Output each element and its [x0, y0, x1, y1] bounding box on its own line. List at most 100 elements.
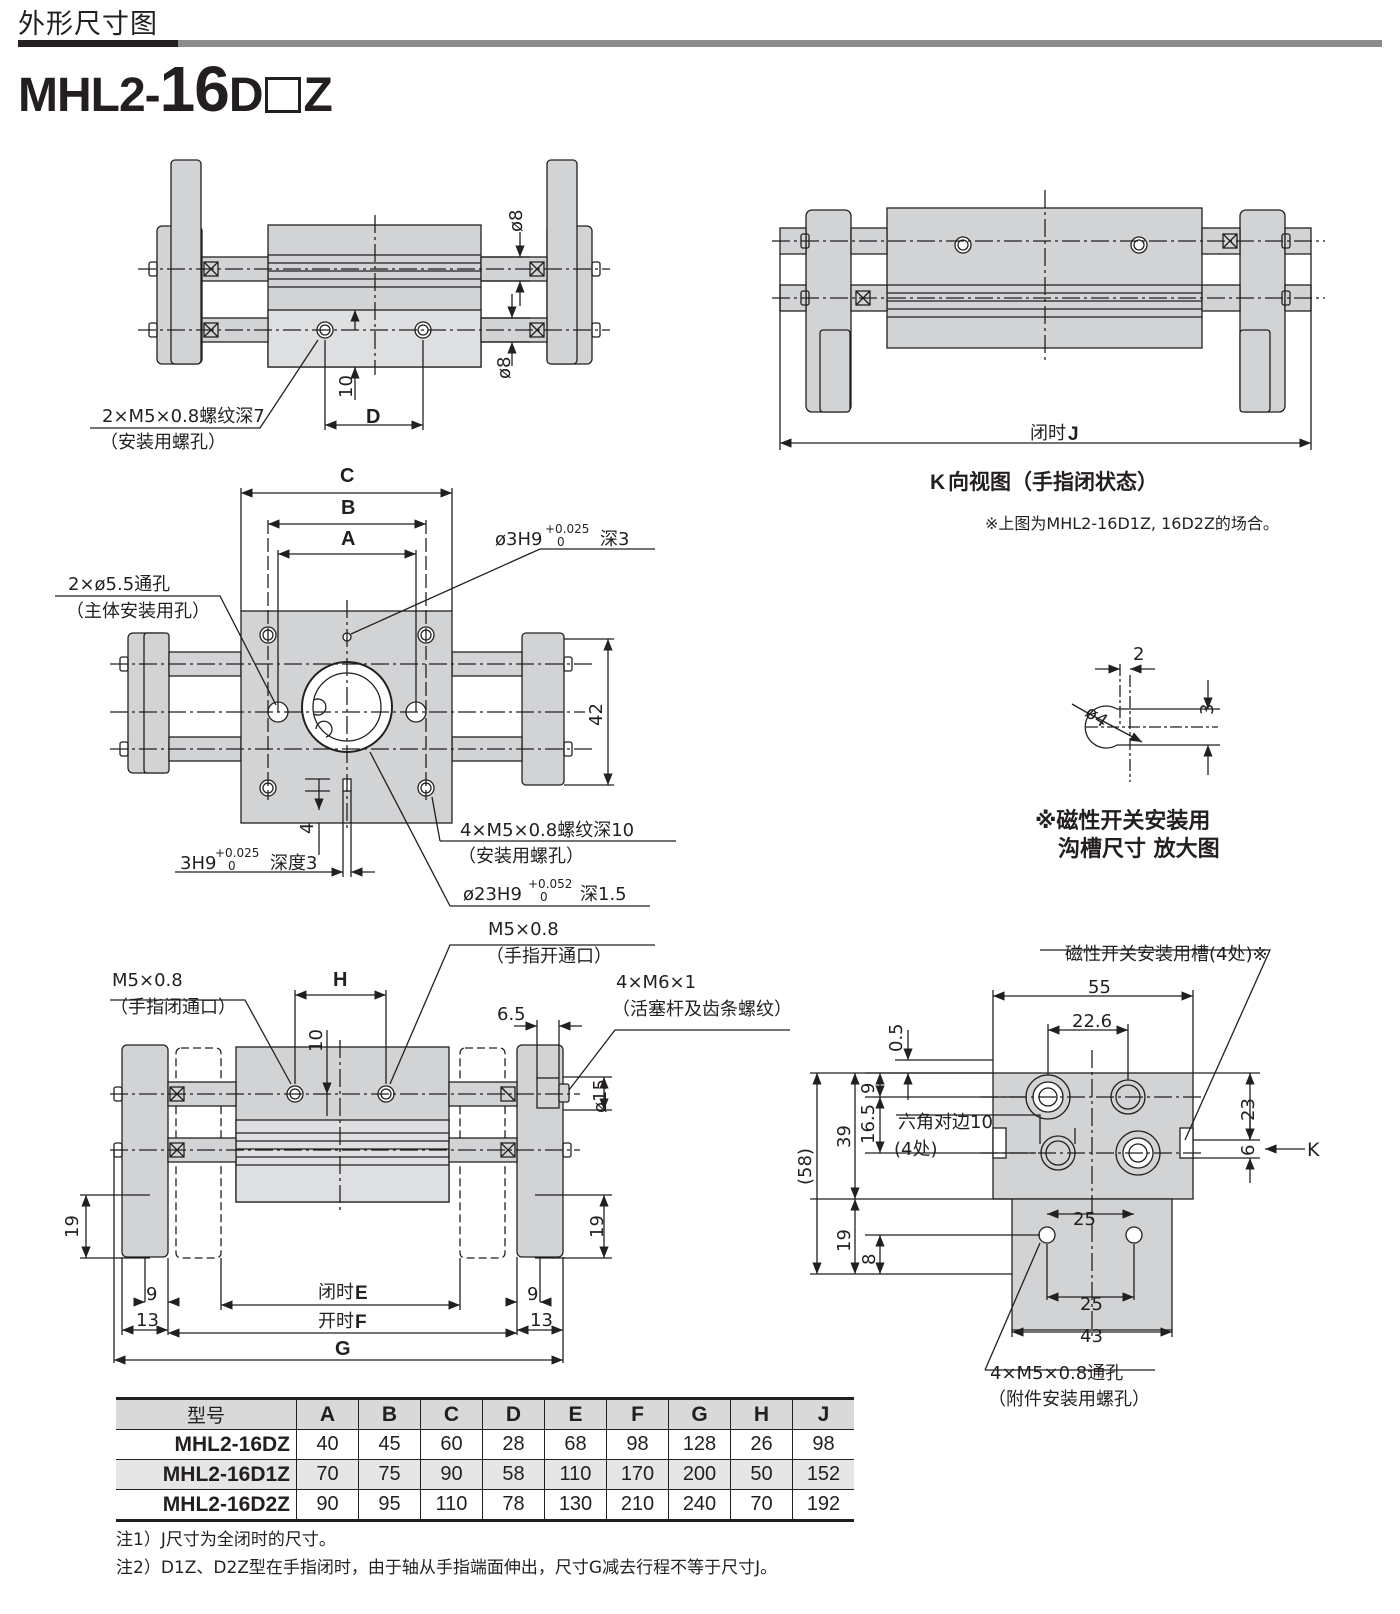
- table-cell: 50: [730, 1459, 793, 1490]
- v1-phi8-bottom: ø8: [494, 357, 515, 379]
- top-view: [55, 488, 676, 907]
- v3-port-close-sub: （手指闭通口）: [110, 997, 236, 1018]
- v2-pin-depth: 深3: [600, 529, 629, 550]
- v4-dim-16-5: 16.5: [858, 1104, 879, 1144]
- v2-dim-B: B: [341, 497, 355, 519]
- groove-caption-2: 沟槽尺寸 放大图: [1058, 836, 1220, 862]
- v2-thread4: 4×M5×0.8螺纹深10: [460, 820, 634, 841]
- table-cell: 210: [606, 1489, 669, 1521]
- v4-dim-58: (58): [795, 1148, 816, 1185]
- v3-opened-label: 开时: [318, 1311, 354, 1332]
- groove-detail: [1071, 664, 1220, 782]
- table-cell: 60: [420, 1429, 483, 1460]
- v3-dim-9-left: 9: [146, 1284, 157, 1305]
- table-cell: 98: [792, 1429, 854, 1460]
- section-header: 外形尺寸图: [18, 9, 158, 40]
- v1-dim-D: D: [366, 406, 380, 428]
- v1-thread-note: 2×M5×0.8螺纹深7: [102, 406, 265, 427]
- table-cell: 28: [482, 1429, 545, 1460]
- v4-K-arrow-label: K: [1307, 1139, 1320, 1161]
- table-cell-model: MHL2-16D1Z: [162, 1462, 290, 1486]
- v3-dim-9-right: 9: [527, 1284, 538, 1305]
- v2-dim-42: 42: [586, 703, 607, 726]
- v4-hex-sub: (4处): [894, 1139, 938, 1160]
- v4-hole-note-sub: （附件安装用螺孔）: [988, 1389, 1150, 1410]
- v4-dim-25-bottom: 25: [1080, 1294, 1103, 1315]
- table-cell: 130: [544, 1489, 607, 1521]
- model-suffix-a: D: [228, 69, 264, 122]
- table-row: MHL2-16D1Z 70 75 90 58 110 170 200 50 15…: [116, 1459, 854, 1490]
- table-cell: 70: [730, 1489, 793, 1521]
- table-header-cell: H: [730, 1398, 793, 1430]
- v2-slot-tol-zero: 0: [228, 859, 236, 873]
- table-header-cell: B: [358, 1398, 421, 1430]
- v2-bore-depth: 深1.5: [580, 884, 627, 905]
- table-cell: 40: [296, 1429, 359, 1460]
- table-cell: 78: [482, 1489, 545, 1521]
- table-cell-model: MHL2-16D2Z: [162, 1492, 290, 1516]
- v1-dim-10: 10: [336, 375, 357, 398]
- v3-dim-G: G: [335, 1338, 351, 1360]
- v3-dim-13-left: 13: [136, 1310, 159, 1331]
- v2-bore-tol-plus: +0.052: [528, 877, 572, 891]
- table-cell-model: MHL2-16DZ: [174, 1432, 290, 1456]
- k-caption-bold: K: [930, 471, 945, 494]
- v4-dim-22-6: 22.6: [1072, 1011, 1112, 1032]
- k-note: ※上图为MHL2-16D1Z, 16D2Z的场合。: [985, 514, 1279, 533]
- v2-bore: ø23H9: [463, 884, 522, 905]
- v1-phi8-top: ø8: [506, 210, 527, 232]
- k-closed-label: 闭时: [1030, 423, 1066, 444]
- v2-through-hole: 2×ø5.5通孔: [68, 574, 170, 595]
- v3-port-close: M5×0.8: [112, 970, 183, 991]
- table-cell: 90: [420, 1459, 483, 1490]
- v4-dim-8: 8: [859, 1254, 880, 1265]
- table-header-cell: C: [420, 1398, 483, 1430]
- table-cell: 68: [544, 1429, 607, 1460]
- k-view: [772, 190, 1325, 450]
- v2-pin-tol-zero: 0: [557, 535, 565, 549]
- side-view: [80, 944, 790, 1365]
- table-cell: 170: [606, 1459, 669, 1490]
- table-row: MHL2-16DZ 40 45 60 28 68 98 128 26 98: [116, 1429, 854, 1460]
- table-cell: 45: [358, 1429, 421, 1460]
- table-cell: 110: [544, 1459, 607, 1490]
- table-header-cell: D: [482, 1398, 545, 1430]
- header-rule: [18, 40, 1382, 47]
- v2-dim-C: C: [340, 465, 354, 487]
- v3-phi15: ø15: [590, 1079, 611, 1113]
- v3-port-open-sub: （手指开通口）: [486, 946, 612, 967]
- v3-opened-letter: F: [355, 1312, 367, 1333]
- v4-dim-39: 39: [834, 1125, 855, 1148]
- table-cell: 192: [792, 1489, 854, 1521]
- dimension-table: 型号 A B C D E F G H J MHL2-16DZ 40 45 60 …: [116, 1397, 854, 1522]
- v4-dim-25-top: 25: [1073, 1209, 1096, 1230]
- v2-pin-tol-plus: +0.025: [545, 522, 589, 536]
- v4-hex: 六角对边10: [898, 1112, 993, 1133]
- model-size: 16: [159, 53, 230, 125]
- v3-dim-H: H: [333, 969, 347, 991]
- table-header-cell: J: [792, 1398, 854, 1430]
- v2-thread4-sub: （安装用螺孔）: [458, 846, 584, 867]
- v2-pin-hole: ø3H9: [495, 529, 542, 550]
- v3-rod-thread: 4×M6×1: [616, 972, 696, 993]
- table-cell: 26: [730, 1429, 793, 1460]
- front-view-top: [90, 159, 610, 430]
- table-cell: 75: [358, 1459, 421, 1490]
- k-closed-letter: J: [1068, 424, 1079, 445]
- table-cell: 90: [296, 1489, 359, 1521]
- model-placeholder-box: [264, 77, 301, 113]
- v4-dim-43: 43: [1080, 1326, 1103, 1347]
- table-cell: 98: [606, 1429, 669, 1460]
- v3-port-open: M5×0.8: [488, 919, 559, 940]
- table-cell: 200: [668, 1459, 731, 1490]
- table-header-cell: E: [544, 1398, 607, 1430]
- v4-dim-55: 55: [1088, 977, 1111, 998]
- v3-closed-letter: E: [355, 1283, 368, 1304]
- v3-dim-10: 10: [306, 1029, 327, 1052]
- v3-dim-19-right: 19: [587, 1215, 608, 1238]
- footnote-2: 注2）D1Z、D2Z型在手指闭时，由于轴从手指端面伸出，尺寸G减去行程不等于尺寸…: [116, 1558, 778, 1578]
- v4-dim-19: 19: [834, 1229, 855, 1252]
- table-header-cell: F: [606, 1398, 669, 1430]
